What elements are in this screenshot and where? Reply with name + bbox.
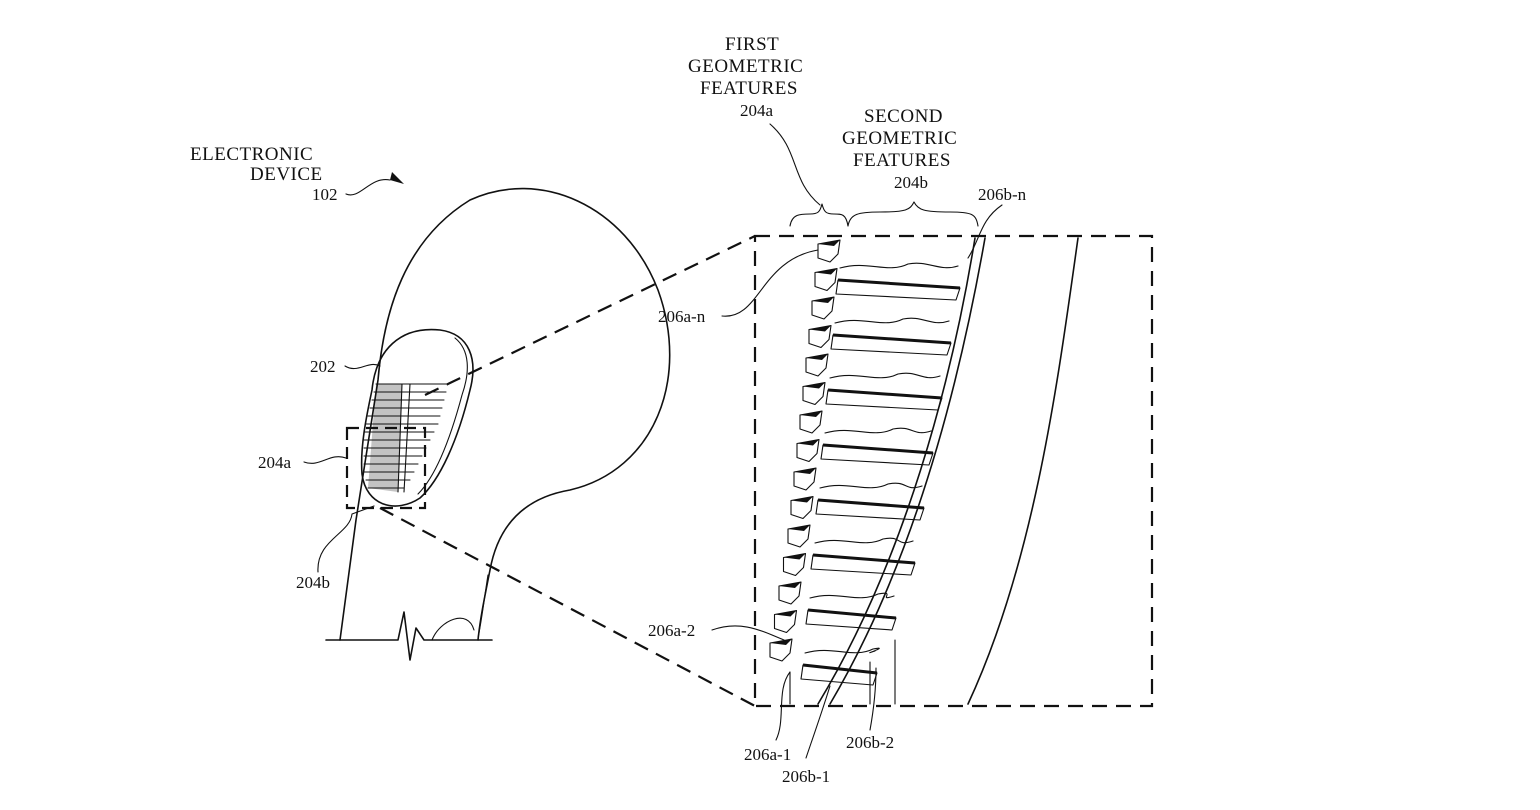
label-206a-n: 206a-n	[658, 307, 706, 326]
label-first-features-line1: FIRST	[725, 34, 779, 55]
feature-206a-tooth-shade	[809, 325, 831, 332]
electronic-device-drawing	[325, 187, 671, 661]
pad-202-inner-rim	[417, 337, 468, 495]
pad-surface-curve-2	[817, 237, 976, 705]
label-206a-1: 206a-1	[744, 745, 791, 764]
feature-206b-edge	[832, 333, 952, 345]
label-second-features-line3: FEATURES	[853, 150, 951, 171]
feature-206a-tooth	[814, 267, 838, 292]
zoom-line-bottom	[379, 507, 756, 707]
magnified-detail	[769, 237, 1079, 705]
feature-206a-tooth	[811, 296, 835, 320]
feature-206a-tooth-shade	[783, 553, 806, 560]
feature-206b-wave	[824, 427, 932, 434]
label-204a-top: 204a	[740, 101, 774, 120]
device-base-curve	[431, 617, 475, 641]
second-features-rows	[800, 262, 961, 686]
feature-206a-tooth	[802, 381, 826, 406]
feature-206b-wave	[829, 372, 941, 379]
leader-206a-2	[711, 625, 785, 641]
label-second-features-line1: SECOND	[864, 106, 943, 127]
label-204b-top: 204b	[894, 173, 928, 192]
feature-206b-edge	[827, 388, 943, 400]
feature-hatching	[363, 383, 447, 493]
label-102: 102	[312, 185, 338, 204]
label-206b-2: 206b-2	[846, 733, 894, 752]
detail-box-small	[345, 426, 427, 510]
feature-206a-tooth	[793, 467, 817, 491]
feature-206b-wave	[839, 262, 959, 269]
leader-206a-1	[775, 671, 791, 741]
feature-206a-tooth-shade	[806, 354, 828, 360]
label-206b-1: 206b-1	[782, 767, 830, 786]
detail-box-large	[753, 234, 1154, 708]
leader-102	[345, 179, 391, 196]
feature-206b-edge	[822, 443, 934, 455]
label-206b-n: 206b-n	[978, 185, 1027, 204]
feature-206a-tooth	[796, 438, 820, 463]
label-204a-left: 204a	[258, 453, 292, 472]
feature-206b-wave	[834, 317, 950, 324]
first-features-column	[769, 239, 841, 662]
device-base-break-line	[325, 611, 493, 661]
pad-202-outline	[360, 328, 474, 507]
feature-206a-tooth-shade	[791, 496, 813, 503]
feature-206a-tooth-shade	[794, 468, 816, 474]
feature-206a-tooth	[790, 495, 814, 520]
feature-206a-tooth-shade	[815, 268, 837, 275]
feature-206a-tooth-shade	[788, 525, 810, 531]
leader-206a-n	[721, 249, 819, 317]
leader-206b-2	[869, 667, 877, 731]
label-electronic-device-line1: ELECTRONIC	[190, 144, 313, 165]
feature-206a-tooth	[805, 353, 829, 377]
feature-206b-edge	[802, 663, 878, 675]
leader-204a-top	[769, 123, 821, 206]
brace-first-features	[789, 203, 849, 227]
label-second-features-line2: GEOMETRIC	[842, 128, 957, 149]
feature-206a-tooth-shade	[779, 582, 801, 588]
leader-202	[344, 364, 381, 370]
label-electronic-device-line2: DEVICE	[250, 164, 323, 185]
feature-206b-wave	[809, 592, 895, 599]
feature-206b-wave	[819, 482, 923, 489]
feature-206a-tooth-shade	[812, 297, 834, 303]
label-first-features-line2: GEOMETRIC	[688, 56, 803, 77]
device-stem-inner-line	[477, 574, 489, 639]
device-housing-outline	[339, 187, 671, 641]
label-206a-2: 206a-2	[648, 621, 695, 640]
feature-206a-tooth-shade	[818, 240, 840, 246]
housing-curve-outer	[967, 237, 1079, 705]
label-204b-left: 204b	[296, 573, 330, 592]
pad-surface-curve-1	[829, 237, 986, 705]
feature-206a-tooth-shade	[803, 382, 825, 389]
feature-206b-edge	[817, 498, 925, 510]
feature-206a-tooth	[799, 410, 823, 434]
feature-206a-tooth-shade	[797, 439, 819, 446]
feature-206b-edge	[812, 553, 916, 565]
feature-206a-tooth	[808, 324, 832, 349]
feature-206b-edge	[837, 278, 961, 290]
zoom-line-top	[424, 235, 756, 396]
leader-204b-left	[317, 505, 375, 573]
feature-206a-tooth-shade	[770, 639, 792, 645]
feature-206a-tooth-shade	[774, 610, 797, 617]
label-first-features-line3: FEATURES	[700, 78, 798, 99]
label-202: 202	[310, 357, 336, 376]
feature-206b-wave	[804, 647, 880, 654]
leader-206b-n	[967, 204, 1003, 259]
leader-206b-1	[805, 685, 831, 759]
brace-second-features	[847, 201, 979, 227]
feature-206b-wave	[814, 537, 914, 544]
arrow-102-icon	[390, 172, 404, 184]
leader-204a-left	[303, 456, 347, 464]
feature-206b-edge	[807, 608, 897, 620]
feature-206a-tooth-shade	[800, 411, 822, 417]
